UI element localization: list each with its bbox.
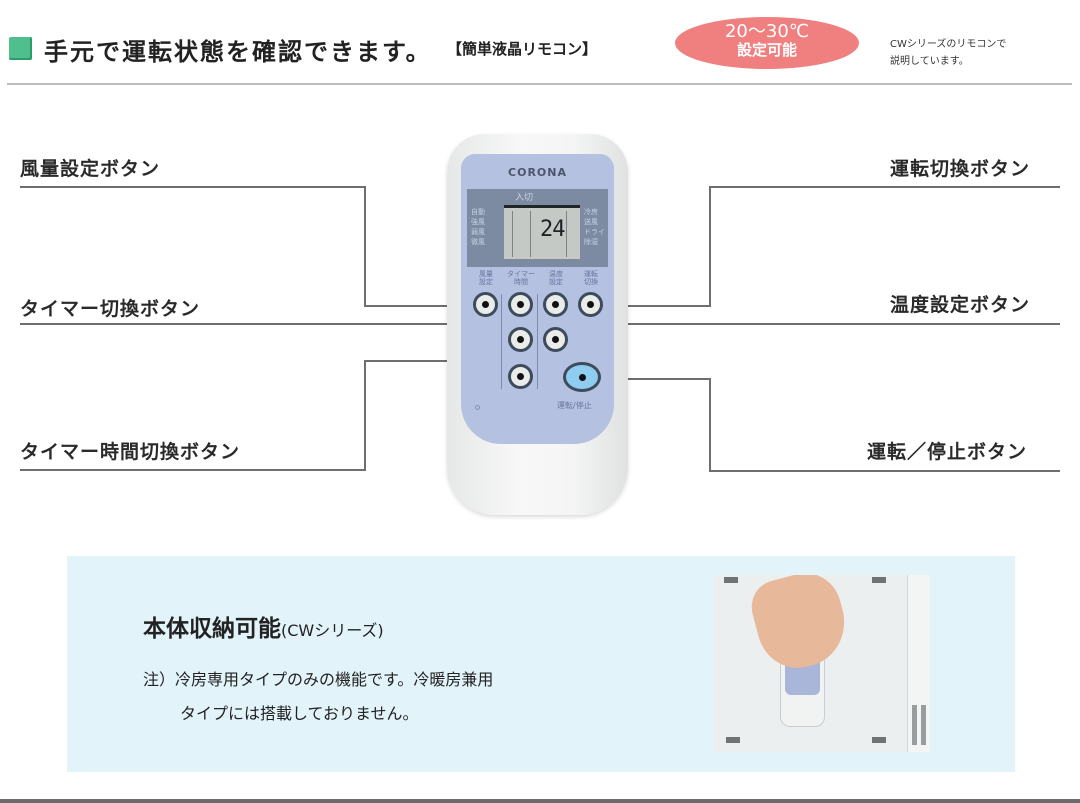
info-note-line1: 注）冷房専用タイプのみの機能です。冷暖房兼用	[143, 670, 494, 689]
lcd-power-label: 入切	[515, 193, 534, 203]
callout-line	[20, 323, 520, 325]
info-title-series: (CWシリーズ)	[281, 621, 384, 640]
callout-line	[587, 378, 711, 380]
info-title: 本体収納可能(CWシリーズ)	[143, 609, 384, 643]
storage-photo	[714, 575, 930, 752]
button-group-divider	[537, 294, 538, 389]
timer-time-down-button	[508, 364, 533, 389]
lcd-mode-label: ドライ	[584, 228, 605, 236]
timer-switch-button	[508, 292, 533, 317]
callout-line	[592, 305, 711, 307]
callout-timer-time-button: タイマー時間切換ボタン	[20, 441, 241, 463]
callout-line	[710, 470, 1060, 472]
fan-speed-button-label: 風量 設定	[479, 270, 493, 286]
photo-vent	[912, 705, 917, 745]
section-marker-icon	[9, 37, 32, 60]
button-group-divider	[501, 294, 502, 389]
page-title: 手元で運転状態を確認できます。	[44, 38, 432, 66]
power-button-label: 運転/停止	[557, 401, 592, 410]
page-subtitle: 【簡単液晶リモコン】	[447, 40, 598, 58]
photo-unit-panel	[907, 575, 930, 752]
lcd-display: 24	[504, 205, 580, 259]
temperature-range-badge: 20〜30℃ 設定可能	[675, 17, 859, 69]
lcd-mode-label: 微風	[471, 238, 485, 246]
series-note: CWシリーズのリモコンで 説明しています。	[890, 36, 1006, 70]
lcd-segment	[512, 211, 513, 257]
footer-divider	[0, 799, 1080, 803]
temperature-down-button	[543, 327, 568, 352]
photo-corner-mark	[726, 737, 740, 743]
info-title-main: 本体収納可能	[143, 616, 281, 642]
lcd-mode-label: 送風	[584, 218, 598, 226]
series-note-line1: CWシリーズのリモコンで	[890, 39, 1007, 50]
callout-line	[20, 186, 365, 188]
timer-time-up-button	[508, 327, 533, 352]
callout-line	[710, 186, 1060, 188]
callout-line	[709, 378, 711, 472]
brand-logo: CORONA	[508, 166, 567, 179]
photo-corner-mark	[872, 577, 886, 583]
lcd-fan-modes: 自動 強風 弱風 微風	[471, 207, 485, 247]
lcd-frame: 入切 自動 強風 弱風 微風 冷房 送風 ドライ 除湿 24	[467, 189, 608, 267]
temperature-button-label: 温度 設定	[549, 270, 563, 286]
series-note-line2: 説明しています。	[890, 56, 969, 67]
header-divider	[7, 83, 1072, 85]
mode-button-label: 運転 切換	[584, 270, 598, 286]
remote-face: CORONA 入切 自動 強風 弱風 微風 冷房 送風 ドライ 除湿 24	[461, 154, 614, 444]
lcd-operation-modes: 冷房 送風 ドライ 除湿	[584, 207, 605, 247]
power-button	[563, 362, 601, 392]
remote-control-illustration: CORONA 入切 自動 強風 弱風 微風 冷房 送風 ドライ 除湿 24	[447, 134, 628, 515]
fan-speed-button	[473, 292, 498, 317]
info-note-line2: タイプには搭載しておりません。	[180, 704, 419, 723]
indicator-led	[475, 405, 480, 410]
callout-line	[364, 305, 486, 307]
temperature-up-button	[543, 292, 568, 317]
timer-button-label: タイマー 時間	[507, 270, 535, 286]
photo-corner-mark	[724, 577, 738, 583]
lcd-mode-label: 弱風	[471, 228, 485, 236]
callout-line	[709, 186, 711, 306]
lcd-segment	[530, 211, 531, 257]
callout-line	[20, 469, 366, 471]
photo-corner-mark	[872, 737, 886, 743]
lcd-temperature-value: 24	[540, 217, 565, 242]
temperature-range-caption: 設定可能	[736, 41, 797, 59]
callout-line	[364, 186, 366, 306]
photo-vent	[921, 705, 926, 745]
mode-switch-button	[578, 292, 603, 317]
photo-hand	[745, 575, 855, 677]
callout-line	[364, 360, 519, 362]
lcd-mode-label: 除湿	[584, 238, 598, 246]
lcd-segment	[566, 211, 567, 257]
callout-timer-switch-button: タイマー切換ボタン	[20, 298, 201, 320]
lcd-mode-label: 冷房	[584, 208, 598, 216]
lcd-mode-label: 自動	[471, 208, 485, 216]
lcd-mode-label: 強風	[471, 218, 485, 226]
callout-temperature-button: 温度設定ボタン	[890, 294, 1031, 316]
callout-line	[364, 360, 366, 471]
callout-mode-switch-button: 運転切換ボタン	[890, 158, 1031, 180]
callout-fan-speed-button: 風量設定ボタン	[20, 158, 161, 180]
temperature-range-text: 20〜30℃	[724, 21, 810, 42]
callout-power-button: 運転／停止ボタン	[867, 441, 1028, 463]
callout-line	[556, 323, 1060, 325]
